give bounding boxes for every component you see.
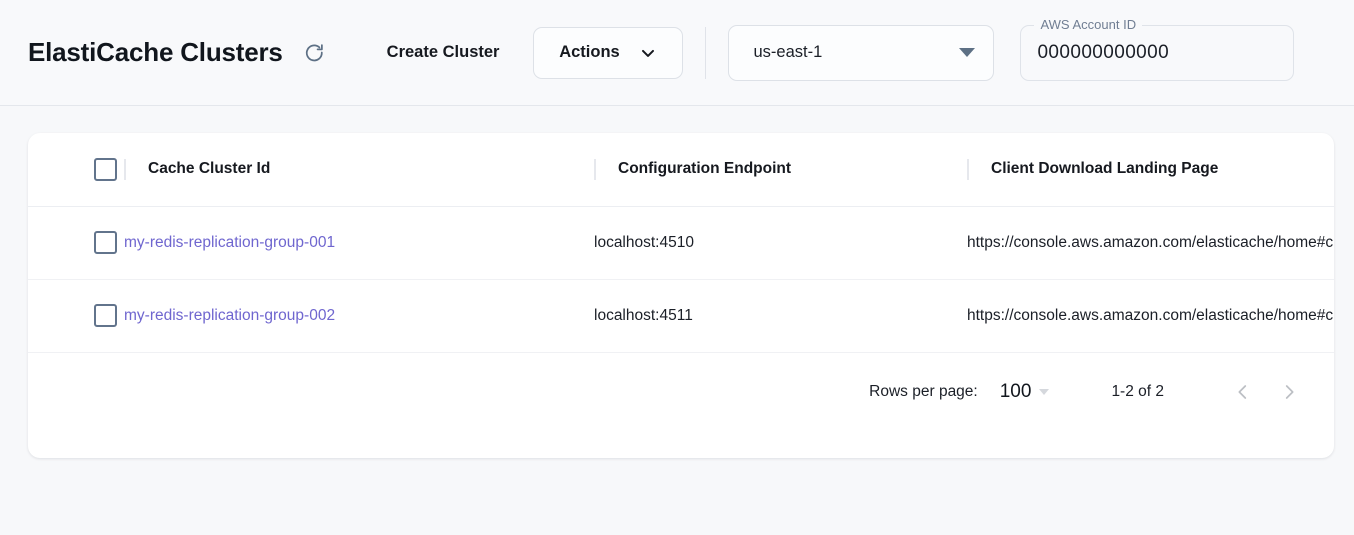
cluster-link[interactable]: my-redis-replication-group-001 <box>124 233 336 251</box>
aws-account-id-input[interactable] <box>1037 41 1278 64</box>
refresh-icon[interactable] <box>297 36 331 70</box>
actions-button-label: Actions <box>559 43 620 61</box>
column-divider <box>594 158 596 180</box>
cell-configuration-endpoint: localhost:4510 <box>594 206 967 280</box>
column-header-label: Client Download Landing Page <box>991 160 1219 178</box>
aws-account-id-field[interactable]: AWS Account ID <box>1020 16 1295 81</box>
page-header: ElastiCache Clusters Create Cluster Acti… <box>0 0 1354 106</box>
region-select[interactable]: us-east-1 <box>728 24 995 81</box>
table-pagination: Rows per page: 100 1-2 of 2 <box>28 353 1334 431</box>
column-header-client-download-landing-page[interactable]: Client Download Landing Page <box>967 133 1334 207</box>
aws-account-id-label: AWS Account ID <box>1034 16 1143 32</box>
page-title: ElastiCache Clusters <box>28 37 283 67</box>
column-divider <box>124 158 126 180</box>
column-header-label: Cache Cluster Id <box>148 160 271 178</box>
row-checkbox[interactable] <box>94 304 117 327</box>
rows-per-page-select[interactable]: 100 <box>1000 381 1050 403</box>
table-body: my-redis-replication-group-001 localhost… <box>28 206 1334 353</box>
column-header-configuration-endpoint[interactable]: Configuration Endpoint <box>594 133 967 207</box>
caret-down-icon <box>959 48 976 57</box>
table-row: my-redis-replication-group-001 localhost… <box>28 206 1334 280</box>
region-select-value: us-east-1 <box>753 43 823 61</box>
cell-client-download-landing-page: https://console.aws.amazon.com/elasticac… <box>967 206 1334 280</box>
column-divider <box>967 158 969 180</box>
caret-down-icon <box>1039 388 1050 395</box>
clusters-table: Cache Cluster Id Configuration Endpoint … <box>28 133 1334 353</box>
cell-cache-cluster-id: my-redis-replication-group-001 <box>124 206 594 280</box>
actions-button[interactable]: Actions <box>533 26 684 79</box>
next-page-button[interactable] <box>1266 369 1312 415</box>
row-checkbox[interactable] <box>94 231 117 254</box>
header-divider <box>705 26 707 79</box>
row-select-cell <box>28 206 124 280</box>
table-row: my-redis-replication-group-002 localhost… <box>28 279 1334 353</box>
refresh-icon-glyph <box>305 43 323 61</box>
table-head: Cache Cluster Id Configuration Endpoint … <box>28 133 1334 207</box>
cell-configuration-endpoint: localhost:4511 <box>594 279 967 353</box>
create-cluster-button[interactable]: Create Cluster <box>386 43 500 61</box>
cell-cache-cluster-id: my-redis-replication-group-002 <box>124 279 594 353</box>
select-all-checkbox[interactable] <box>94 157 117 181</box>
cluster-link[interactable]: my-redis-replication-group-002 <box>124 306 336 324</box>
cell-client-download-landing-page: https://console.aws.amazon.com/elasticac… <box>967 279 1334 353</box>
rows-per-page-label: Rows per page: <box>869 382 978 400</box>
table-header-row: Cache Cluster Id Configuration Endpoint … <box>28 133 1334 207</box>
column-header-cache-cluster-id[interactable]: Cache Cluster Id <box>124 133 594 207</box>
chevron-down-icon <box>641 49 654 57</box>
chevron-right-icon <box>1285 384 1294 399</box>
previous-page-button[interactable] <box>1220 369 1266 415</box>
rows-per-page-value: 100 <box>999 380 1032 402</box>
chevron-left-icon <box>1238 384 1247 399</box>
clusters-card: Cache Cluster Id Configuration Endpoint … <box>28 133 1334 458</box>
pagination-range: 1-2 of 2 <box>1111 382 1164 400</box>
select-all-header <box>28 133 124 207</box>
row-select-cell <box>28 279 124 353</box>
column-header-label: Configuration Endpoint <box>618 160 792 178</box>
